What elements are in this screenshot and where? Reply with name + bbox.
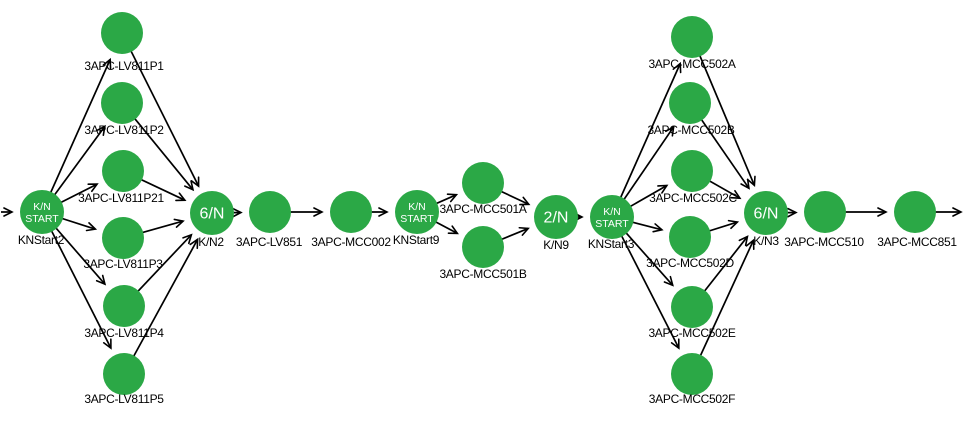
node-label-mcc510: 3APC-MCC510	[784, 235, 864, 249]
node-mcc851[interactable]	[894, 191, 936, 233]
edge-knstart2-p1	[41, 57, 112, 213]
node-p3[interactable]	[102, 217, 144, 259]
node-label-p4: 3APC-LV811P4	[84, 326, 164, 340]
edge-knstart3-m502f	[611, 216, 680, 350]
node-inner-kn2: 6/N	[200, 206, 225, 223]
node-label-p21: 3APC-LV811P21	[78, 191, 164, 205]
node-inner-top-knstart9: K/N	[408, 201, 426, 213]
node-label-m502f: 3APC-MCC502F	[649, 392, 735, 406]
node-m502c[interactable]	[671, 150, 713, 192]
node-inner-kn3: 6/N	[754, 206, 779, 223]
node-p4[interactable]	[103, 285, 145, 327]
node-knstart2[interactable]	[20, 190, 64, 234]
node-m502b[interactable]	[669, 82, 711, 124]
node-label-lv851: 3APC-LV851	[236, 235, 303, 249]
node-inner-top-knstart2: K/N	[33, 201, 51, 213]
node-label-mcc501b: 3APC-MCC501B	[439, 267, 526, 281]
node-label-mcc002: 3APC-MCC002	[311, 235, 391, 249]
node-mcc002[interactable]	[330, 191, 372, 233]
node-label-knstart2: KNStart2	[18, 233, 65, 247]
edge-m502f-kn3	[691, 238, 755, 375]
edge-p1-kn2	[121, 32, 200, 188]
node-label-kn2: K/N2	[198, 235, 224, 249]
nodes-layer: K/NSTARTKNStart23APC-LV811P13APC-LV811P2…	[18, 12, 958, 406]
node-mcc501a[interactable]	[462, 162, 504, 204]
node-p5[interactable]	[103, 353, 145, 395]
edge-knstart2-p5	[41, 211, 112, 350]
node-label-p3: 3APC-LV811P3	[83, 257, 163, 271]
node-knstart9[interactable]	[395, 190, 439, 234]
node-label-m502b: 3APC-MCC502B	[647, 123, 734, 137]
node-label-mcc851: 3APC-MCC851	[877, 235, 957, 249]
edge-m502a-kn3	[691, 36, 756, 187]
node-inner-kn9: 2/N	[544, 210, 569, 227]
node-knstart3[interactable]	[590, 195, 634, 239]
node-m502d[interactable]	[669, 216, 711, 258]
node-p21[interactable]	[102, 150, 144, 192]
node-label-p2: 3APC-LV811P2	[84, 123, 164, 137]
node-label-m502d: 3APC-MCC502D	[646, 256, 734, 270]
edge-knstart3-m502a	[611, 61, 682, 218]
node-label-knstart9: KNStart9	[393, 233, 440, 247]
node-p2[interactable]	[101, 82, 143, 124]
node-inner-bottom-knstart3: START	[595, 218, 629, 230]
node-kn9[interactable]	[534, 195, 578, 239]
edge-p5-kn2	[123, 237, 199, 375]
node-kn2[interactable]	[190, 191, 234, 235]
node-label-m502c: 3APC-MCC502C	[649, 191, 737, 205]
node-mcc501b[interactable]	[462, 226, 504, 268]
node-p1[interactable]	[101, 12, 143, 54]
node-m502a[interactable]	[671, 16, 713, 58]
node-kn3[interactable]	[744, 191, 788, 235]
node-label-kn3: K/N3	[753, 234, 779, 248]
node-lv851[interactable]	[249, 191, 291, 233]
node-mcc510[interactable]	[804, 191, 846, 233]
node-label-p1: 3APC-LV811P1	[84, 59, 164, 73]
node-inner-bottom-knstart9: START	[400, 213, 434, 225]
node-label-kn9: K/N9	[543, 238, 569, 252]
node-inner-top-knstart3: K/N	[603, 206, 621, 218]
node-inner-bottom-knstart2: START	[25, 213, 59, 225]
node-label-m502e: 3APC-MCC502E	[648, 326, 735, 340]
node-label-p5: 3APC-LV811P5	[84, 392, 164, 406]
node-label-mcc501a: 3APC-MCC501A	[439, 202, 526, 216]
node-m502f[interactable]	[671, 353, 713, 395]
node-label-knstart3: KNStart3	[588, 237, 635, 251]
node-label-m502a: 3APC-MCC502A	[648, 57, 735, 71]
node-m502e[interactable]	[671, 286, 713, 328]
